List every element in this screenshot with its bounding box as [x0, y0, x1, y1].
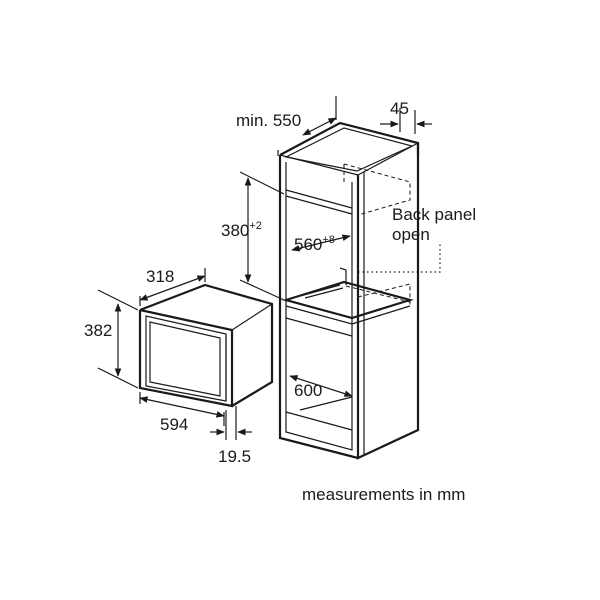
- appliance: [97, 268, 274, 440]
- tall-cabinet: [239, 96, 441, 460]
- niche-width-label: 560+8: [294, 234, 335, 254]
- appliance-height-label: 382: [84, 321, 112, 340]
- appliance-width-label: 594: [160, 415, 188, 434]
- back-panel-open-label: open: [392, 225, 430, 244]
- cabinet-depth-label: 600: [294, 381, 322, 400]
- niche-height-label: 380+2: [221, 220, 262, 240]
- caption: measurements in mm: [302, 485, 465, 504]
- panel-gap-label: 45: [390, 99, 409, 118]
- min-depth-label: min. 550: [236, 111, 301, 130]
- front-thickness-label: 19.5: [218, 447, 251, 466]
- appliance-depth-label: 318: [146, 267, 174, 286]
- back-panel-label: Back panel: [392, 205, 476, 224]
